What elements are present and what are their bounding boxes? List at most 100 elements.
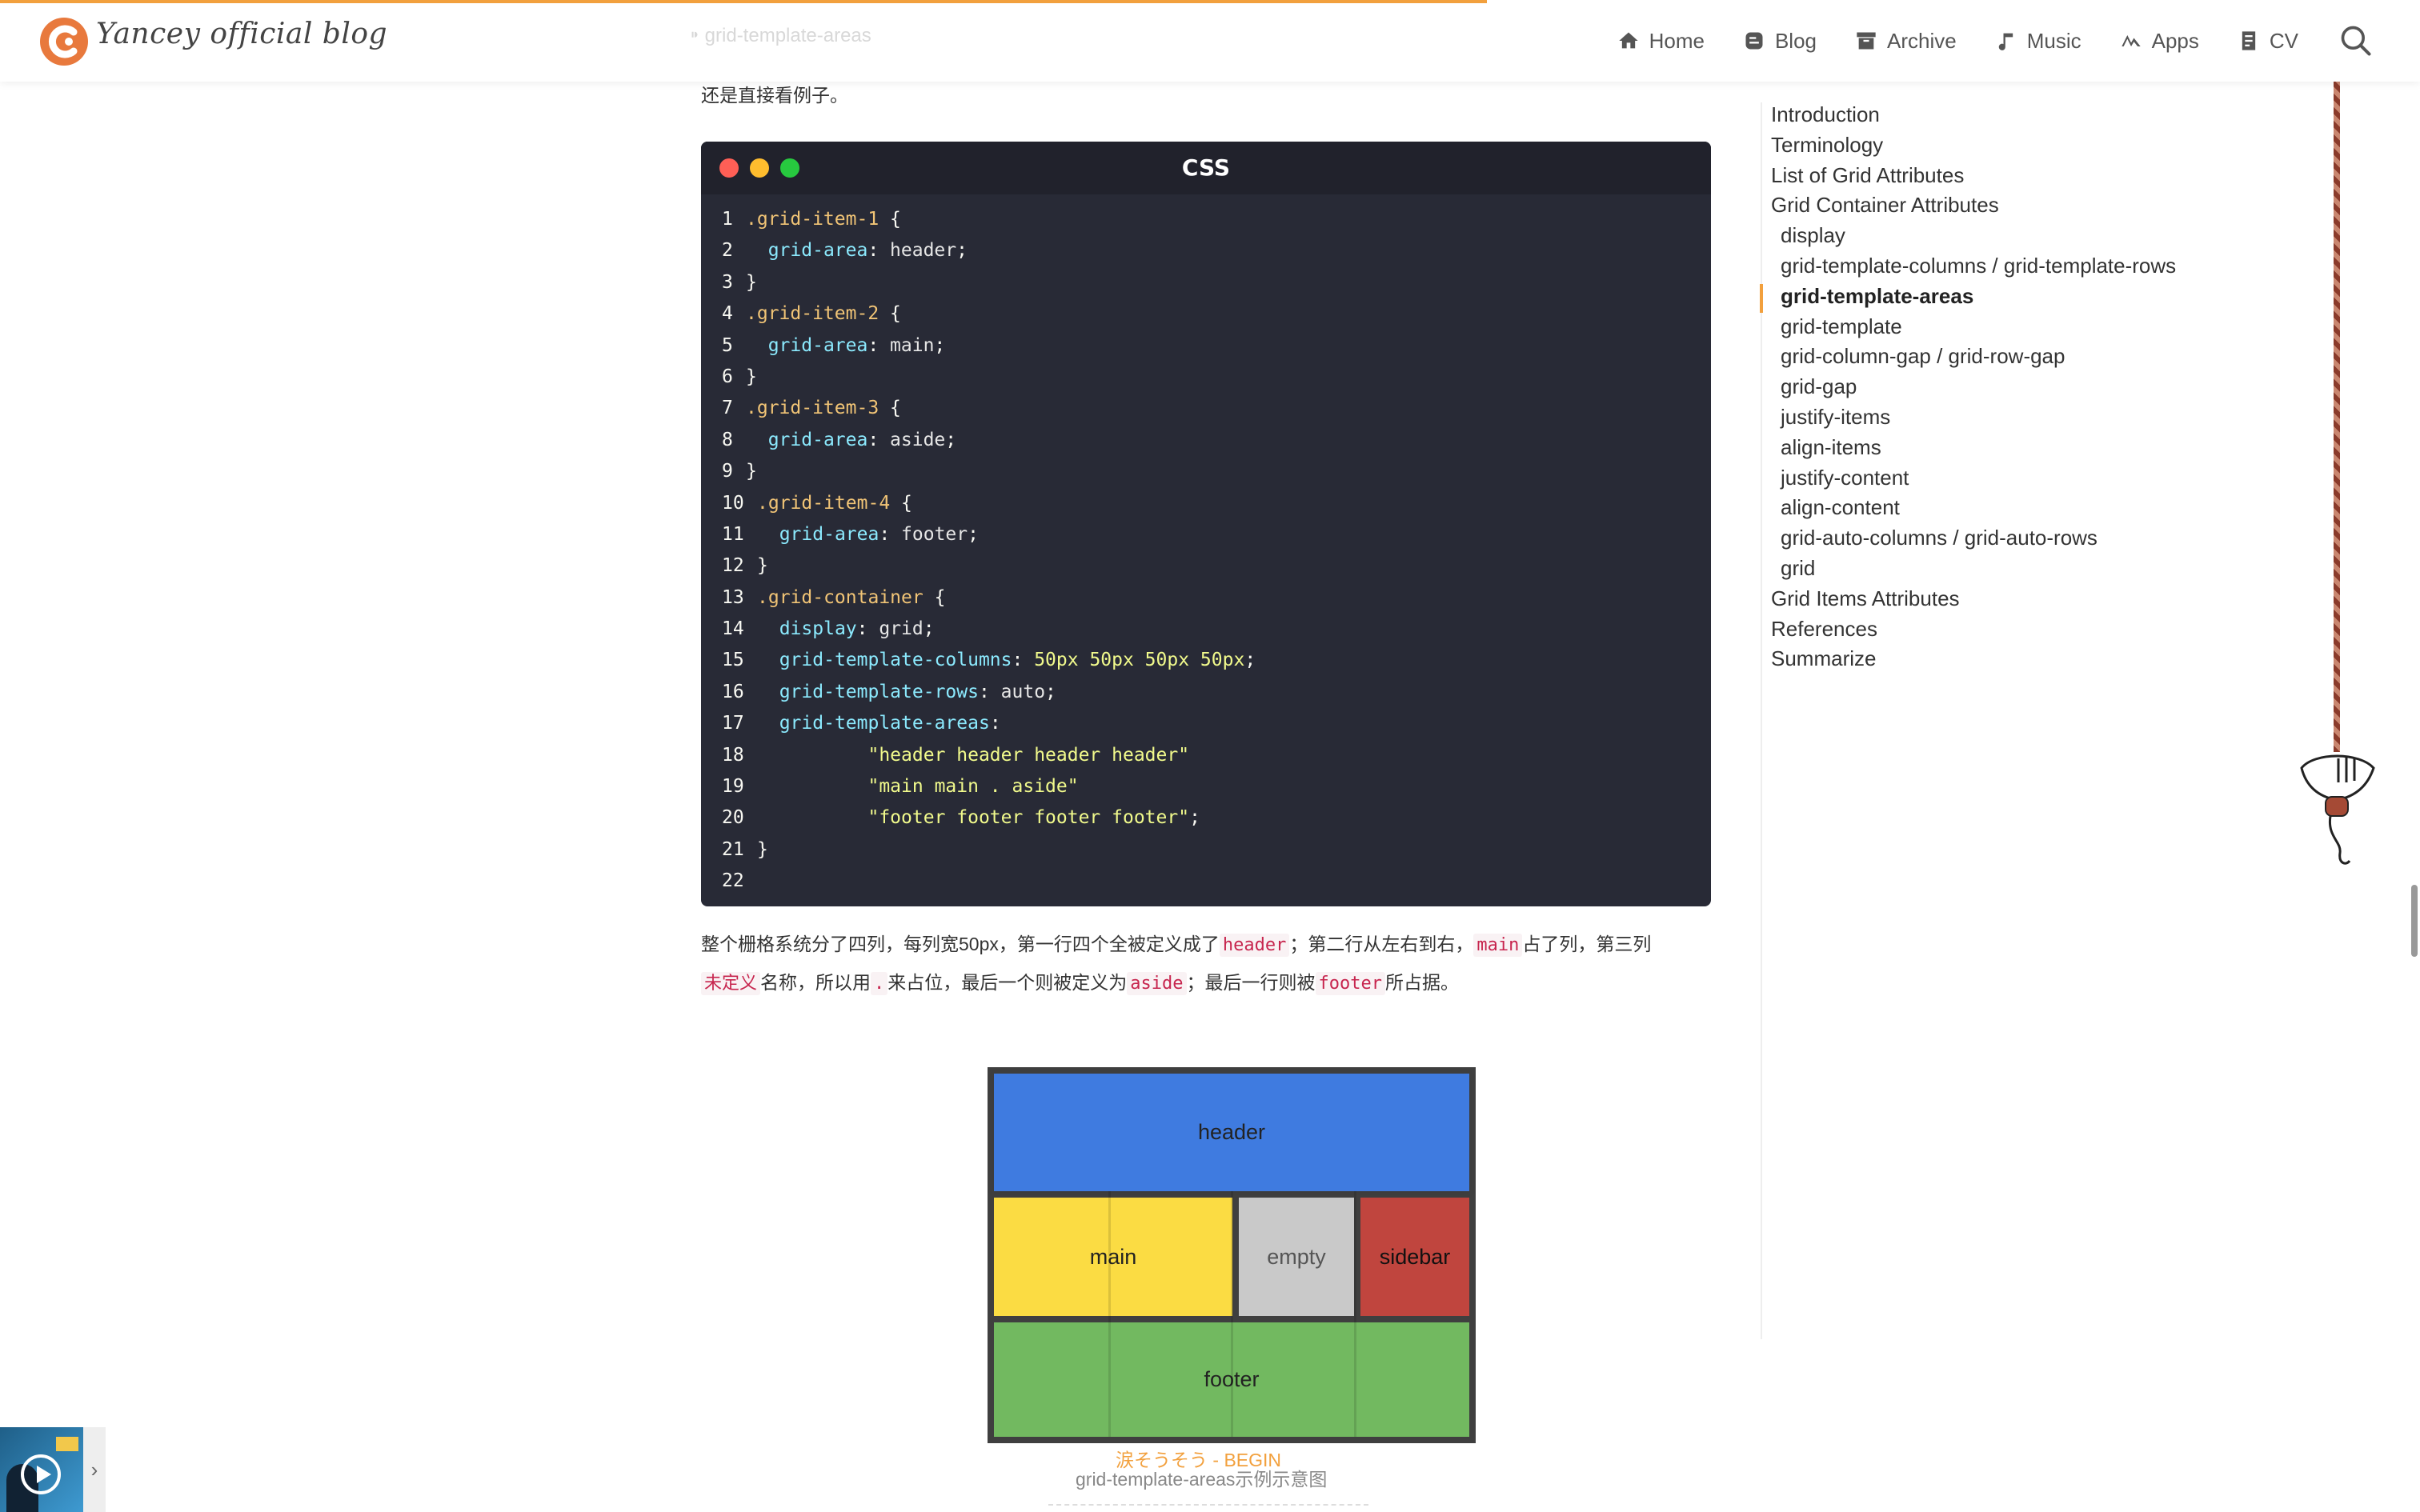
code-block: CSS 1.grid-item-1 {2 grid-area: header;3…	[701, 142, 1711, 906]
code-token: {	[923, 586, 946, 608]
toc-item[interactable]: grid-template	[1781, 314, 1902, 338]
code-line: 22	[722, 866, 1711, 897]
main-nav: Home Blog Archive Music Apps CV	[1579, 0, 2420, 82]
album-cover[interactable]	[0, 1427, 83, 1512]
nav-apps[interactable]: Apps	[2120, 29, 2199, 54]
toc-item[interactable]: grid	[1781, 555, 1816, 580]
code-token	[746, 240, 768, 261]
toc-item[interactable]: grid-gap	[1781, 374, 1857, 399]
code-token: grid-area	[767, 240, 868, 262]
toc-item[interactable]: Grid Container Attributes	[1771, 193, 1999, 218]
code-token: ;	[923, 618, 935, 640]
grid-areas-diagram: header main empty sidebar footer	[988, 1067, 1476, 1443]
search-icon[interactable]	[2338, 23, 2374, 58]
code-token	[757, 713, 779, 734]
inline-code: .	[871, 972, 888, 995]
code-line: 16 grid-template-rows: auto;	[722, 677, 1711, 708]
grid-cell-sidebar: sidebar	[1360, 1198, 1469, 1316]
cv-icon	[2242, 31, 2256, 50]
code-token	[757, 745, 867, 766]
toc-item[interactable]: Terminology	[1771, 132, 1884, 157]
site-logo-icon[interactable]	[38, 16, 90, 67]
toc-item[interactable]: display	[1781, 223, 1845, 248]
nav-music-label: Music	[2026, 28, 2081, 53]
line-number: 2	[722, 240, 733, 262]
line-number: 17	[722, 713, 744, 734]
nav-music[interactable]: Music	[1995, 29, 2081, 54]
grid-cell-main: main	[994, 1198, 1232, 1316]
para-text: 来占位，最后一个则被定义为	[887, 972, 1128, 993]
chevron-right-icon[interactable]: ›	[83, 1427, 106, 1512]
toc-item[interactable]: List of Grid Attributes	[1771, 162, 1965, 187]
inline-code: aside	[1127, 972, 1187, 995]
toc-item[interactable]: Summarize	[1771, 646, 1877, 671]
toc-item[interactable]: Grid Items Attributes	[1771, 586, 1960, 610]
code-line: 13.grid-container {	[722, 582, 1711, 614]
toc-item[interactable]: grid-template-areas	[1781, 283, 1974, 308]
code-line: 4.grid-item-2 {	[722, 298, 1711, 330]
toc-item[interactable]: justify-items	[1781, 404, 1891, 429]
code-token: {	[879, 398, 901, 419]
minimize-dot-icon	[750, 158, 769, 178]
nav-archive[interactable]: Archive	[1855, 29, 1957, 54]
code-language: CSS	[1181, 154, 1231, 181]
nav-cv[interactable]: CV	[2238, 29, 2298, 54]
album-label	[56, 1437, 78, 1451]
code-line: 7.grid-item-3 {	[722, 393, 1711, 424]
code-token: "footer footer footer footer"	[867, 807, 1190, 829]
grid-cell-header: header	[994, 1074, 1469, 1191]
toc-item[interactable]: References	[1771, 616, 1877, 641]
play-icon[interactable]	[21, 1454, 61, 1494]
inline-code: header	[1219, 934, 1290, 957]
toc-item[interactable]: Introduction	[1771, 102, 1880, 126]
code-token: grid-template-columns	[779, 650, 1012, 671]
code-token: .grid-item-3	[746, 398, 879, 419]
code-token: :	[989, 713, 1001, 734]
line-number: 4	[722, 303, 733, 325]
code-token: ;	[934, 334, 946, 356]
code-token: grid-area	[767, 429, 868, 450]
mini-music-player[interactable]: ›	[0, 1427, 106, 1512]
toc-item[interactable]: justify-content	[1781, 465, 1909, 490]
code-token: {	[879, 209, 901, 230]
code-token: :	[867, 240, 891, 262]
figure-caption: grid-template-areas示例示意图	[1076, 1469, 1328, 1490]
code-line: 17 grid-template-areas:	[722, 708, 1711, 739]
code-token: :	[867, 334, 891, 356]
code-line: 18 "header header header header"	[722, 740, 1711, 771]
caption-divider	[1048, 1504, 1368, 1506]
toc-item[interactable]: align-items	[1781, 434, 1881, 459]
nav-blog-label: Blog	[1774, 28, 1817, 53]
cat-paw-ornament-icon[interactable]	[2290, 744, 2383, 872]
code-body[interactable]: 1.grid-item-1 {2 grid-area: header;3}4.g…	[701, 194, 1711, 898]
code-token: display	[779, 618, 857, 640]
line-number: 18	[722, 744, 744, 766]
toc-item[interactable]: grid-template-columns / grid-template-ro…	[1781, 253, 2177, 278]
nav-apps-label: Apps	[2151, 28, 2199, 53]
line-number: 19	[722, 776, 744, 798]
toc-item[interactable]: align-content	[1781, 495, 1900, 520]
code-token: }	[746, 366, 757, 387]
code-token: grid-template-areas	[779, 713, 990, 734]
code-token	[746, 335, 768, 356]
nav-home[interactable]: Home	[1617, 29, 1705, 54]
para-text: 整个栅格系统分了四列，每列宽50px，第一行四个全被定义成了	[701, 934, 1220, 954]
page-scrollbar-thumb[interactable]	[2411, 885, 2418, 957]
code-token: footer	[901, 523, 968, 545]
line-number: 10	[722, 492, 744, 514]
code-line: 20 "footer footer footer footer";	[722, 802, 1711, 834]
code-line: 14 display: grid;	[722, 614, 1711, 645]
grid-cell-empty: empty	[1239, 1198, 1354, 1316]
toc-item[interactable]: grid-column-gap / grid-row-gap	[1781, 344, 2065, 369]
code-token: header	[890, 240, 957, 262]
apps-icon	[2121, 35, 2141, 46]
now-playing-song[interactable]: 涙そうそう - BEGIN	[1116, 1450, 1282, 1470]
para-text: 所占据。	[1384, 972, 1459, 993]
nav-home-label: Home	[1649, 28, 1705, 53]
code-token	[757, 618, 779, 639]
toc-item[interactable]: grid-auto-columns / grid-auto-rows	[1781, 526, 2097, 550]
site-title[interactable]: Yancey official blog	[96, 18, 388, 50]
nav-blog[interactable]: Blog	[1743, 29, 1817, 54]
